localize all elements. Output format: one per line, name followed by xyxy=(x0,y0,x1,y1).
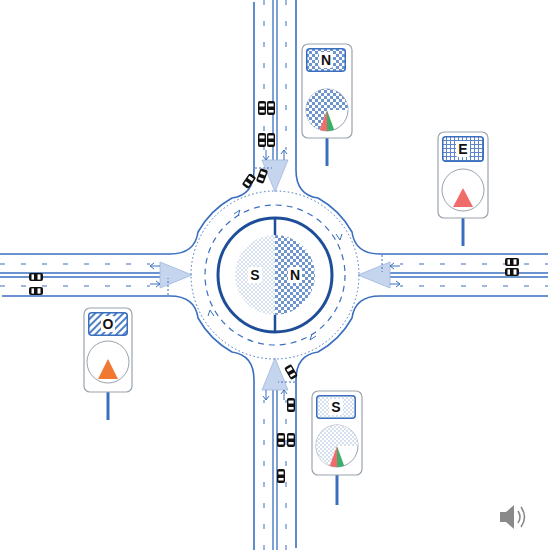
direction-sign-label: E xyxy=(442,136,484,162)
island-letter: N xyxy=(288,267,302,283)
sign-letter: E xyxy=(456,141,469,157)
island-half: N xyxy=(275,235,315,315)
sign-letter: N xyxy=(319,52,333,68)
direction-sign-label: O xyxy=(88,312,128,336)
direction-sign-label: N xyxy=(306,48,346,72)
island-letter: S xyxy=(248,267,261,283)
sign-letter: O xyxy=(101,316,116,332)
direction-sign-label: S xyxy=(316,395,356,419)
sign-letter: S xyxy=(329,399,342,415)
island-half: S xyxy=(235,235,275,315)
